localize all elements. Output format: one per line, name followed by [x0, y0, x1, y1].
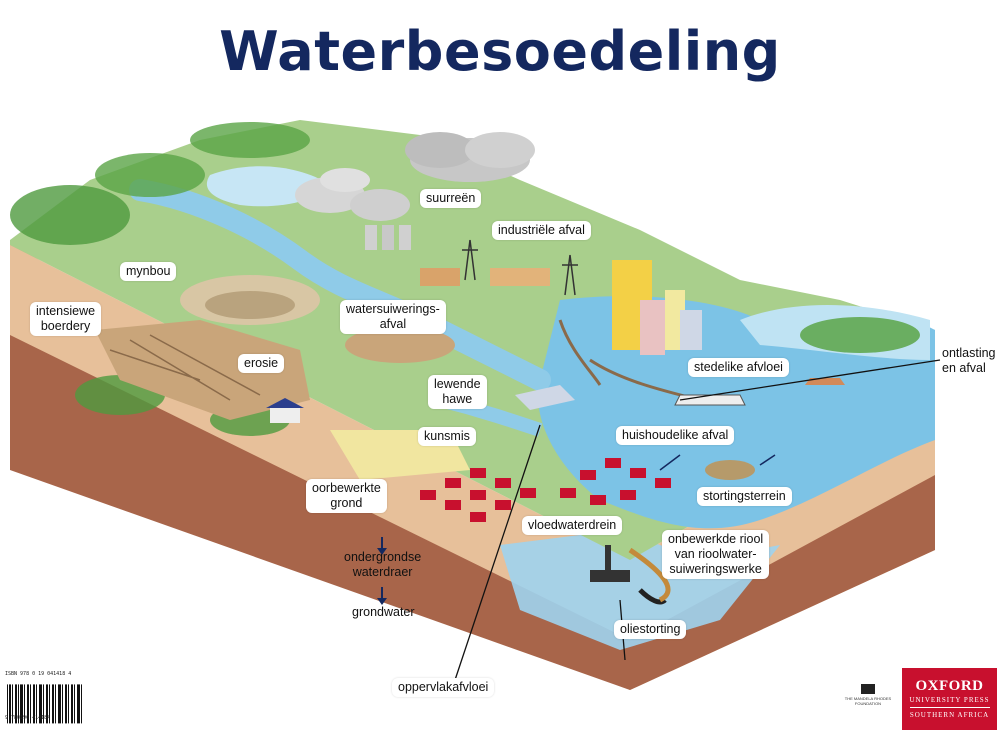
isbn-text: ISBN 978 0 19 041418 4: [5, 671, 72, 677]
houses: [420, 458, 671, 522]
label-grondwater: grondwater: [352, 605, 415, 619]
label-line: en afval: [942, 361, 986, 375]
label-intensiewe-boerdery: intensiewe boerdery: [30, 302, 102, 336]
leader-oppervlakafvloei: [454, 424, 541, 681]
label-ondergrondse-waterdraer: ondergrondse waterdraer: [344, 550, 421, 580]
ship: [674, 394, 746, 406]
office-building: [515, 385, 575, 410]
acid-rain-cloud: [405, 132, 535, 182]
label-onbewerkde-riool: onbewerkde riool van rioolwater- suiweri…: [662, 530, 770, 579]
label-lewende-hawe: lewende hawe: [428, 375, 487, 409]
label-stortingsterrein: stortingsterrein: [697, 487, 792, 506]
barcode-icon: [7, 684, 82, 724]
label-line: suiweringswerke: [669, 562, 762, 576]
oxford-logo: OXFORD UNIVERSITY PRESS SOUTHERN AFRICA: [902, 668, 997, 730]
publisher-line1: OXFORD: [915, 678, 984, 694]
label-line: intensiewe: [36, 304, 96, 318]
label-erosie: erosie: [238, 354, 285, 373]
label-oliestorting: oliestorting: [614, 620, 687, 639]
label-line: watersuiwerings-: [346, 302, 440, 316]
factory-smoke: [295, 168, 410, 221]
label-stedelike-afvloei: stedelike afvloei: [688, 358, 789, 377]
label-huishoudelike-afval: huishoudelike afval: [616, 426, 735, 445]
label-vloedwaterdrein: vloedwaterdrein: [522, 516, 623, 535]
label-kunsmis: kunsmis: [418, 427, 476, 446]
publisher-line3: SOUTHERN AFRICA: [909, 711, 990, 719]
label-line: afval: [379, 317, 407, 331]
river: [129, 179, 551, 391]
label-line: hawe: [442, 392, 473, 406]
eroded-farmland: [95, 320, 310, 420]
mandela-rhodes-logo: THE MANDELA RHODES FOUNDATION: [842, 682, 894, 726]
isbn-number: 9 780190 414184: [5, 715, 51, 721]
label-watersuiwerings-afval: watersuiwerings- afval: [340, 300, 446, 334]
label-line: lewende: [434, 377, 481, 391]
bedrock-right: [630, 475, 935, 690]
label-line: waterdraer: [352, 565, 413, 579]
sewage-pit: [345, 327, 455, 363]
publisher-line2: UNIVERSITY PRESS: [909, 696, 990, 704]
label-industriele-afval: industriële afval: [492, 221, 591, 240]
label-line: ontlasting: [942, 346, 996, 360]
oil-rig: [590, 545, 667, 605]
leader-ontlasting: [679, 359, 941, 401]
label-line: onbewerkde riool: [668, 532, 764, 546]
label-suurreen: suurreën: [420, 189, 482, 208]
label-mynbou: mynbou: [120, 262, 177, 281]
label-line: grond: [330, 496, 363, 510]
sewage-outfall: [628, 547, 671, 603]
label-line: boerdery: [40, 319, 91, 333]
label-line: oorbewerkte: [312, 481, 381, 495]
label-line: van rioolwater-: [674, 547, 757, 561]
publisher-rule: [909, 707, 990, 708]
page-title: Waterbesoedeling: [219, 20, 781, 83]
label-ontlasting-en-afval: ontlasting en afval: [942, 346, 996, 376]
label-oppervlakafvloei: oppervlakafvloei: [392, 678, 495, 697]
foundation-emblem-icon: [861, 684, 875, 694]
landfill: [705, 460, 755, 480]
foundation-name: THE MANDELA RHODES FOUNDATION: [844, 696, 892, 706]
label-line: ondergrondse: [344, 550, 422, 564]
label-oorbewerkte-grond: oorbewerkte grond: [306, 479, 387, 513]
